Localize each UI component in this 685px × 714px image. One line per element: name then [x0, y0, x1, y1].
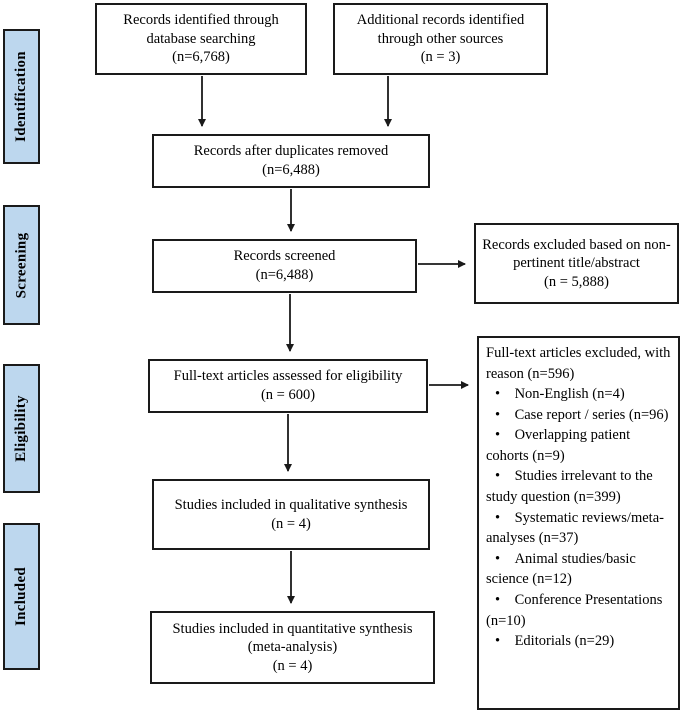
box-count: (n = 5,888): [544, 273, 609, 290]
box-label: Records excluded based on non-pertinent …: [482, 236, 671, 272]
box-qualitative-synthesis: Studies included in qualitative synthesi…: [152, 479, 430, 550]
exclusion-reason: Animal studies/basic science (n=12): [486, 549, 671, 590]
stage-label-text: Included: [13, 566, 29, 627]
box-additional-records-other-sources: Additional records identified through ot…: [333, 3, 548, 75]
box-label: Additional records identified through ot…: [356, 12, 525, 47]
box-count: (n = 600): [260, 387, 316, 403]
box-fulltext-excluded-reasons: Full-text articles excluded, with reason…: [477, 336, 680, 710]
box-count: (n=6,488): [262, 162, 320, 178]
exclusion-reason: Conference Presentations (n=10): [486, 590, 671, 631]
exclusion-title: Full-text articles excluded, with reason…: [486, 345, 671, 382]
box-label: Studies included in quantitative synthes…: [172, 620, 413, 656]
box-records-after-duplicates-removed: Records after duplicates removed (n=6,48…: [152, 134, 430, 188]
box-quantitative-synthesis: Studies included in quantitative synthes…: [150, 611, 435, 684]
stage-label-identification: Identification: [3, 29, 40, 164]
stage-label-text: Screening: [13, 232, 30, 298]
exclusion-reason: Editorials (n=29): [486, 631, 671, 652]
stage-label-text: Eligibility: [13, 395, 29, 462]
exclusion-reason: Overlapping patient cohorts (n=9): [486, 425, 671, 466]
box-records-excluded-title-abstract: Records excluded based on non-pertinent …: [474, 223, 679, 304]
exclusion-reason: Case report / series (n=96): [486, 405, 671, 426]
box-records-identified-database: Records identified through database sear…: [95, 3, 307, 75]
box-fulltext-assessed-eligibility: Full-text articles assessed for eligibil…: [148, 359, 428, 413]
exclusion-reason: Non-English (n=4): [486, 384, 671, 405]
stage-label-included: Included: [3, 523, 40, 670]
box-records-screened: Records screened (n=6,488): [152, 239, 417, 293]
box-label: Full-text articles assessed for eligibil…: [173, 368, 403, 385]
box-label: Records screened: [233, 248, 336, 265]
box-count: (n = 4): [272, 657, 313, 674]
box-label: Records identified through database sear…: [123, 12, 279, 47]
stage-label-text: Identification: [13, 51, 29, 142]
stage-label-eligibility: Eligibility: [3, 364, 40, 493]
box-count: (n = 4): [271, 515, 311, 532]
box-count: (n=6,488): [255, 267, 314, 283]
box-label: Records after duplicates removed: [193, 143, 389, 160]
box-count: (n = 3): [420, 49, 461, 66]
exclusion-reason: Systematic reviews/meta-analyses (n=37): [486, 508, 671, 549]
box-count: (n=6,768): [172, 49, 230, 66]
stage-label-screening: Screening: [3, 205, 40, 325]
box-label: Studies included in qualitative synthesi…: [174, 496, 408, 513]
exclusion-reason: Studies irrelevant to the study question…: [486, 466, 671, 507]
